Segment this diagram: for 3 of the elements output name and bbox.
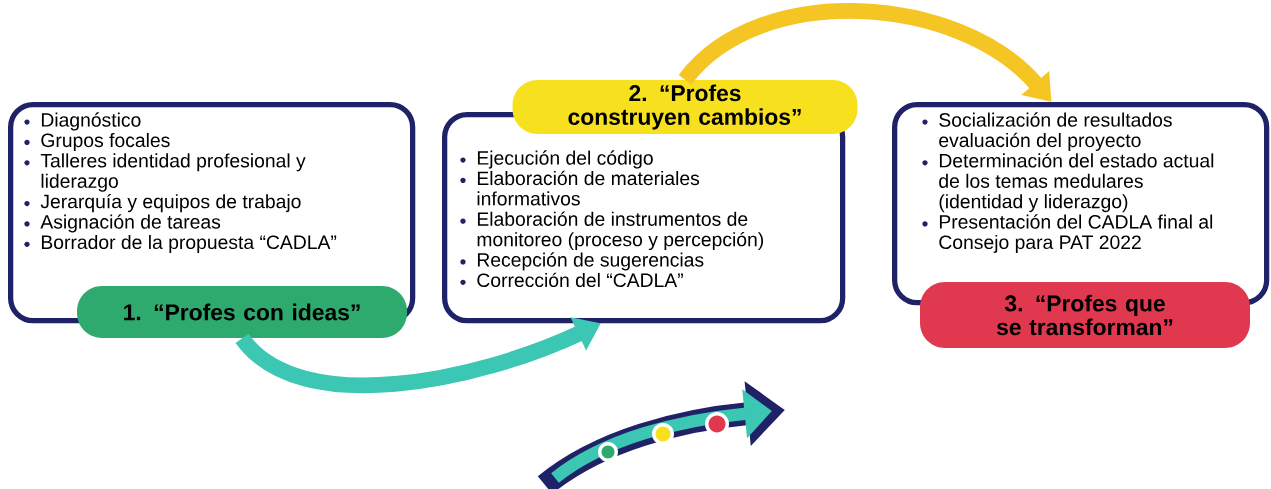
title-pill: 2. “Profes construyen cambios” [512, 80, 858, 134]
title-pill: 3. “Profes que se transforman” [920, 282, 1250, 348]
title-pill: 1. “Profes con ideas” [77, 286, 407, 338]
